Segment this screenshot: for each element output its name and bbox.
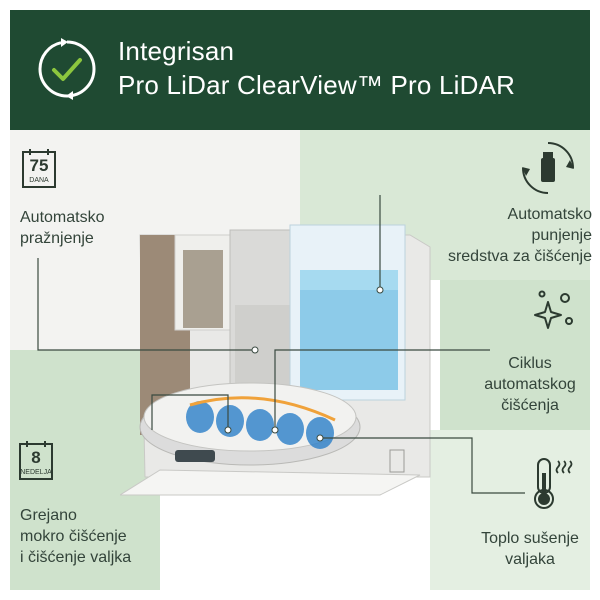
label-line: pražnjenje [20,230,94,247]
label-line: čišćenja [501,397,559,414]
label-line: punjenje [531,227,593,244]
badge-number: 75 [29,156,49,175]
label-line: valjaka [505,551,555,568]
calendar-badge-empty: 75 DANA [22,148,56,188]
label-line: Grejano [20,507,77,524]
header-title-line1: Integrisan [118,36,235,66]
thermometer-heat-icon [534,458,573,509]
feature-label-self-clean: Ciklus automatskog čišćenja [470,353,590,416]
label-line: Automatsko [507,206,592,223]
feature-label-auto-empty: Automatsko pražnjenje [20,207,104,249]
label-line: Automatsko [20,209,105,226]
label-line: i čišćenje valjka [20,549,132,566]
sparkle-icon [534,290,573,329]
label-line: Toplo sušenje [481,530,579,547]
background-panel-right-mid [440,280,590,430]
background-panel-right-bottom [430,430,590,590]
badge-number: 8 [31,448,41,467]
badge-unit: NEDELJA [20,469,52,476]
docking-station-illustration [120,224,431,496]
calendar-icon [22,149,56,188]
label-line: Ciklus [508,355,552,372]
header-banner: Integrisan Pro LiDar ClearView™ Pro LiDA… [10,10,590,130]
background-panel-left-bottom [10,350,160,590]
header-title-line2: Pro LiDar ClearView™ Pro LiDAR [118,70,516,100]
badge-unit: DANA [29,177,49,184]
feature-label-warm-dry: Toplo sušenje valjaka [470,528,590,570]
feature-label-auto-refill: Automatsko punjenje sredstva za čišćenje [422,204,592,267]
feature-label-heated-wash: Grejano mokro čišćenje i čišćenje valjka [20,505,131,568]
calendar-badge-wash: 8 NEDELJA [19,440,53,480]
bottle-refresh-icon [522,142,574,194]
label-line: automatskog [484,376,576,393]
label-line: mokro čišćenje [20,528,127,545]
label-line: sredstva za čišćenje [447,248,592,265]
calendar-icon [19,441,53,480]
refresh-check-icon [38,38,96,100]
